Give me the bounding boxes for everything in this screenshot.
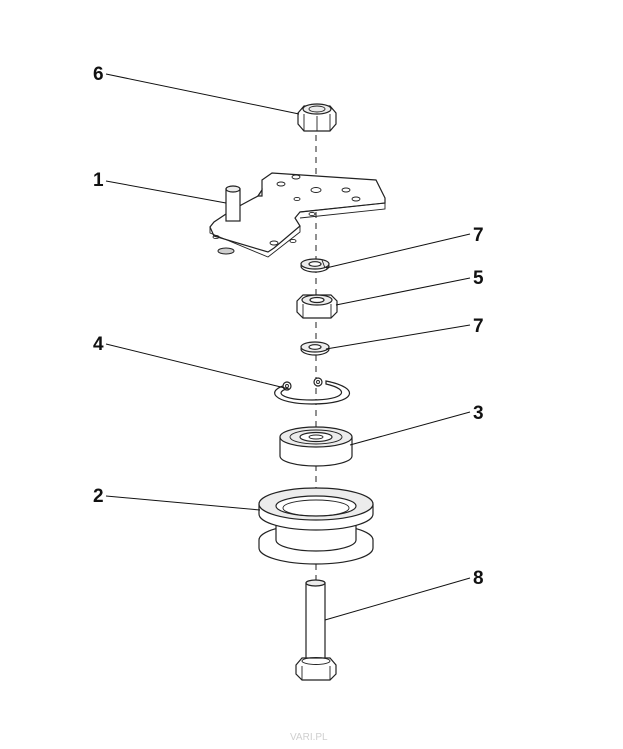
part-bracket-plate xyxy=(209,172,386,258)
leader-7b xyxy=(325,324,471,350)
leader-5 xyxy=(335,277,471,306)
part-pulley-wheel xyxy=(258,487,374,565)
callout-2: 2 xyxy=(93,486,104,507)
part-hex-bolt xyxy=(295,579,337,681)
leader-7a xyxy=(325,233,471,269)
callout-3: 3 xyxy=(473,403,484,424)
callout-6: 6 xyxy=(93,64,104,85)
callout-8: 8 xyxy=(473,568,484,589)
part-lock-washer-upper xyxy=(300,258,330,273)
callout-5: 5 xyxy=(473,268,484,289)
callout-7-lower: 7 xyxy=(473,316,484,337)
callout-1: 1 xyxy=(93,170,104,191)
leader-2 xyxy=(105,495,261,511)
leader-3 xyxy=(349,411,471,446)
leader-1 xyxy=(105,180,227,204)
leader-4 xyxy=(105,343,290,390)
part-lock-washer-lower xyxy=(300,341,330,356)
part-lock-nut xyxy=(297,103,337,132)
watermark: VARI.PL xyxy=(290,732,328,743)
leader-8 xyxy=(324,577,471,621)
leader-6 xyxy=(105,73,300,115)
callout-4: 4 xyxy=(93,334,104,355)
callout-7-upper: 7 xyxy=(473,225,484,246)
part-circlip xyxy=(274,377,350,405)
part-hex-nut xyxy=(296,294,338,319)
part-ball-bearing xyxy=(279,426,353,467)
